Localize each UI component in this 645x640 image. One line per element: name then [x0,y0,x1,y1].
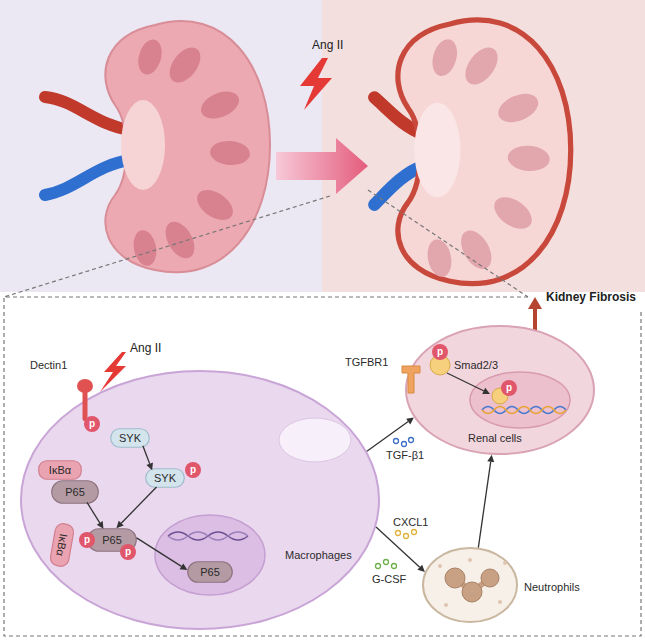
stimulus-label: Ang II [312,38,343,53]
syk-protein: SYK [145,468,185,488]
arrow-connector [137,538,188,570]
label-holder: CXCL1 [393,515,428,529]
tgfbr1-receptor: TGFBR1 [345,355,421,393]
node-label: SYK [154,471,176,485]
ikba-protein: IκBα [48,522,75,569]
cell-detail [77,379,93,421]
p65-protein: P65 [187,561,233,583]
cytokine-label: TGF-β1 [386,448,424,462]
cell-detail [155,418,351,595]
cytokine-label: G-CSF [372,572,406,586]
neutrophil-cell: Neutrophils [422,547,518,623]
node-label: P65 [65,485,85,499]
node-shape [20,370,380,630]
label-holder: p [84,416,100,432]
label-holder: Ang II [312,38,343,53]
node-label: P65 [102,533,122,547]
phospho-mark: p [432,344,448,360]
label-holder: p [120,544,136,560]
cxcl1-molecules [396,530,417,539]
renal-cell: Renal cellsTGFBR1Smad2/3 [405,325,595,455]
node-shape [422,547,518,623]
arrow-connector [376,527,425,572]
dectin1-receptor: Dectin1 [30,358,102,424]
tgf-molecules [394,438,414,447]
node-label: Macrophages [285,548,352,562]
healthy-kidney [45,21,270,272]
label-holder: p [501,380,517,396]
arrow-connector [116,487,156,528]
node-label: P65 [200,565,220,579]
stimulus-label: Ang II [130,341,161,356]
phospho-mark: p [501,380,517,396]
zoom-lines [4,190,641,636]
fibrosis-arrow [528,297,542,330]
arrow-connector [478,455,494,548]
arrow-connector [87,502,103,528]
label-holder: Ang II [130,341,161,356]
label-holder: p [432,344,448,360]
cytokine-label: CXCL1 [393,515,428,529]
p65-protein: P65 [51,480,99,504]
node-label: Smad2/3 [454,358,498,372]
phospho-mark: p [185,462,201,478]
arrow-connector [367,417,414,451]
fibrotic-kidney [374,20,570,284]
lightning-bolt [100,352,126,392]
progression-arrow [276,138,368,194]
cell-detail [402,366,420,393]
node-label: TGFBR1 [345,355,388,369]
fibrosis-panel [322,0,645,292]
ikba-protein: IκBα [38,460,82,480]
phospho-mark: p [84,416,100,432]
macrophage-cell: MacrophagesDectin1SYKSYKIκBαP65P65IκBαP6… [20,370,380,630]
cell-detail [438,558,507,607]
node-label: Neutrophils [524,580,580,594]
node-label: Dectin1 [30,358,67,372]
node-label: Renal cells [468,431,522,445]
phospho-mark: p [79,532,95,548]
healthy-panel [0,0,322,292]
label-holder: G-CSF [372,572,406,586]
phospho-mark: p [120,544,136,560]
lightning-bolt [300,58,332,110]
gcsf-molecules [376,560,397,569]
outcome-label: Kidney Fibrosis [546,290,636,305]
label-holder: p [185,462,201,478]
label-holder: p [79,532,95,548]
label-holder: Kidney Fibrosis [546,290,636,305]
label-holder: TGF-β1 [386,448,424,462]
cell-detail [447,372,570,428]
syk-protein: SYK [110,428,150,448]
node-label: SYK [119,431,141,445]
node-label: IκBα [49,463,71,477]
arrow-connector [143,446,153,471]
